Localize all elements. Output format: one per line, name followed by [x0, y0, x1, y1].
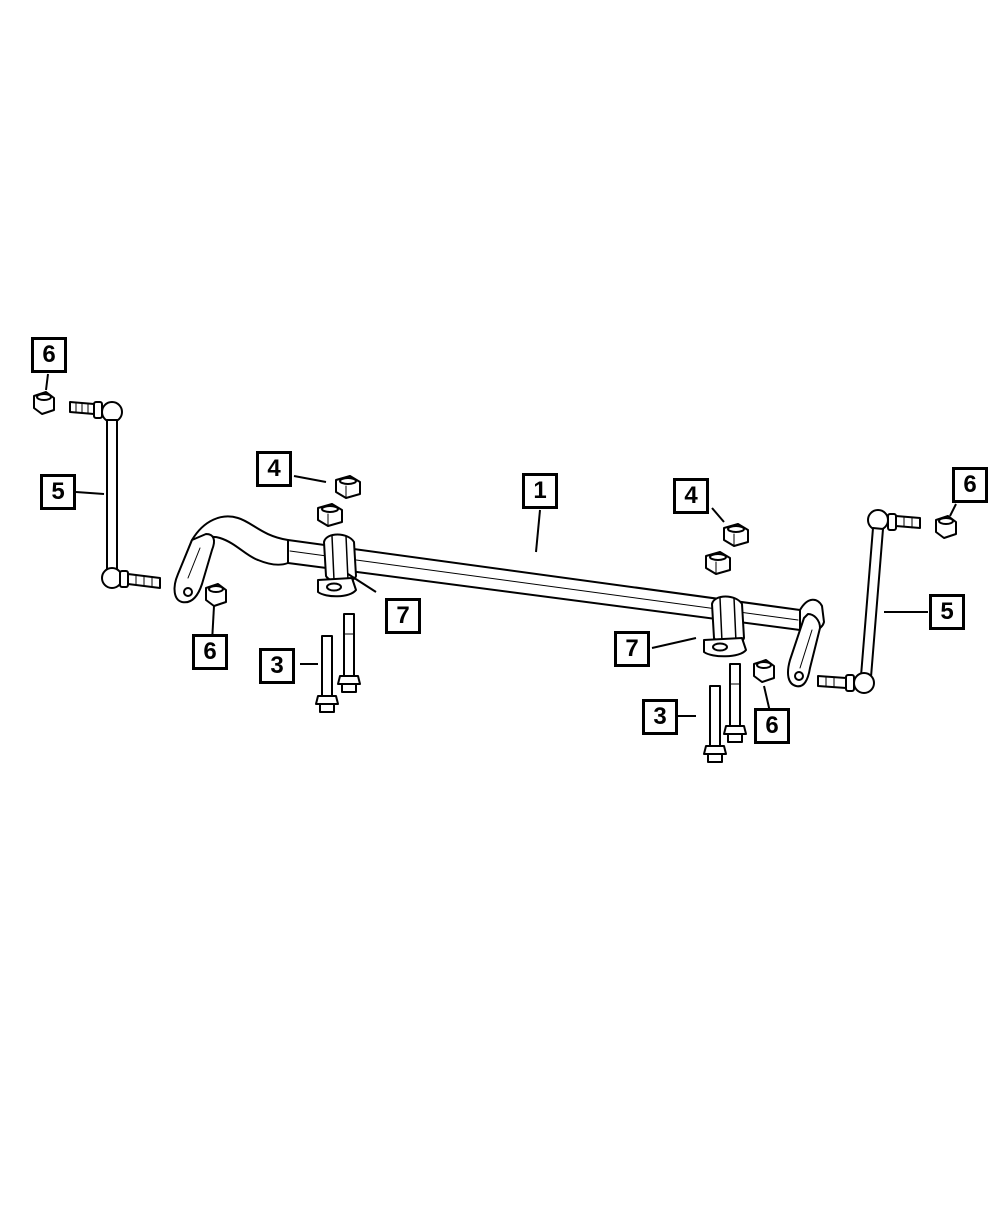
callout-4-left: 4: [256, 451, 292, 487]
nut-6-mid-left: [205, 583, 227, 607]
bushing-bracket-right: [703, 595, 747, 658]
nut-4-left-a: [335, 475, 361, 499]
link-right: [817, 509, 921, 694]
nut-6-mid-right: [753, 659, 775, 683]
callout-3-right: 3: [642, 699, 678, 735]
stabilizer-bar: [173, 515, 825, 688]
callout-1: 1: [522, 473, 558, 509]
bushing-bracket-left: [317, 533, 357, 598]
nut-4-right-a: [723, 523, 749, 547]
link-left: [69, 401, 161, 589]
callout-4-right: 4: [673, 478, 709, 514]
callout-6-top-left: 6: [31, 337, 67, 373]
callout-7-left: 7: [385, 598, 421, 634]
leader-lines: [45, 373, 957, 717]
nut-4-right-b: [705, 551, 731, 575]
bolts-left: [315, 613, 361, 713]
nut-6-top-right: [935, 515, 957, 539]
callout-6-top-right: 6: [952, 467, 988, 503]
callout-7-right: 7: [614, 631, 650, 667]
nut-4-left-b: [317, 503, 343, 527]
callout-5-right: 5: [929, 594, 965, 630]
bolts-right: [703, 663, 747, 763]
callout-5-left: 5: [40, 474, 76, 510]
callout-6-mid-right: 6: [754, 708, 790, 744]
nut-6-top-left: [33, 391, 55, 415]
callout-6-mid-left: 6: [192, 634, 228, 670]
callout-3-left: 3: [259, 648, 295, 684]
